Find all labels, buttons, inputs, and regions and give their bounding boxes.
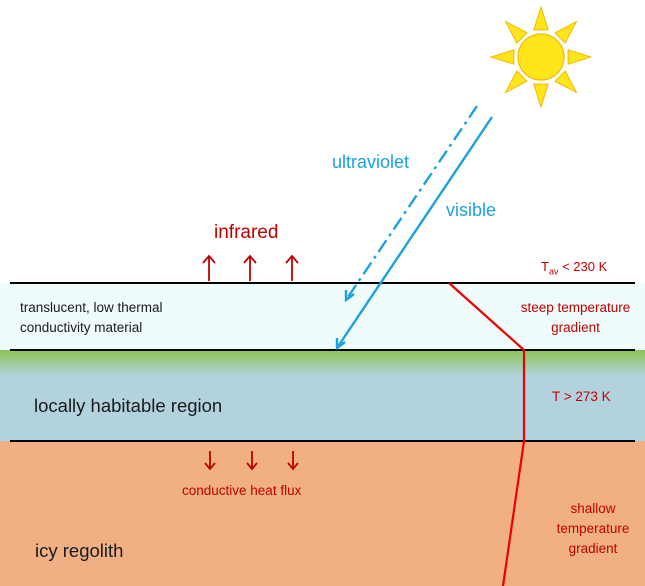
ultraviolet-label: ultraviolet: [332, 152, 410, 172]
shallow-gradient-label: shallow temperature gradient: [550, 499, 636, 559]
translucent-label-line-2: conductivity material: [20, 320, 143, 335]
ultraviolet-ray: [345, 105, 478, 301]
visible-ray-arrowhead: [335, 338, 346, 351]
translucent-layer: [0, 283, 645, 350]
sun-ray: [567, 49, 593, 65]
temperature-profile-line: [448, 282, 526, 586]
visible-ray: [336, 116, 493, 349]
sun-ray: [533, 5, 549, 31]
regolith-layer: [0, 441, 645, 586]
surface-temperature-label: Tav < 230 K: [541, 259, 607, 277]
surface-temperature-subscript: av: [548, 266, 559, 277]
shallow-gradient-line-1: shallow: [570, 501, 616, 516]
steep-gradient-label: steep temperature gradient: [513, 298, 638, 338]
sun-ray: [504, 70, 528, 94]
shallow-gradient-line-2: temperature: [556, 521, 630, 536]
sun-ray: [504, 20, 528, 44]
green-transition-band: [0, 350, 645, 376]
steep-gradient-line-2: gradient: [551, 320, 600, 335]
ultraviolet-ray-arrowhead: [344, 290, 355, 303]
arrow-up-icon: [202, 254, 299, 281]
steep-gradient-line-1: steep temperature: [520, 300, 631, 315]
habitable-region-label: locally habitable region: [34, 395, 223, 416]
sun-ray: [554, 20, 578, 44]
regolith-label: icy regolith: [35, 540, 124, 561]
translucent-label-line-1: translucent, low thermal: [20, 300, 163, 315]
arrow-down-icon: [204, 451, 299, 471]
surface-temperature-symbol: T: [541, 259, 549, 274]
heat-flux-label: conductive heat flux: [182, 483, 302, 498]
surface-temperature-value: < 230 K: [562, 259, 608, 274]
sun-ray: [533, 83, 549, 109]
sun-ray: [489, 49, 515, 65]
visible-label: visible: [446, 200, 497, 220]
sun-icon: [489, 5, 593, 109]
habitable-temperature-label: T > 273 K: [552, 389, 611, 404]
translucent-layer-label: translucent, low thermal conductivity ma…: [20, 298, 163, 338]
sun-ray: [554, 70, 578, 94]
infrared-label: infrared: [214, 222, 279, 243]
shallow-gradient-line-3: gradient: [568, 541, 618, 556]
